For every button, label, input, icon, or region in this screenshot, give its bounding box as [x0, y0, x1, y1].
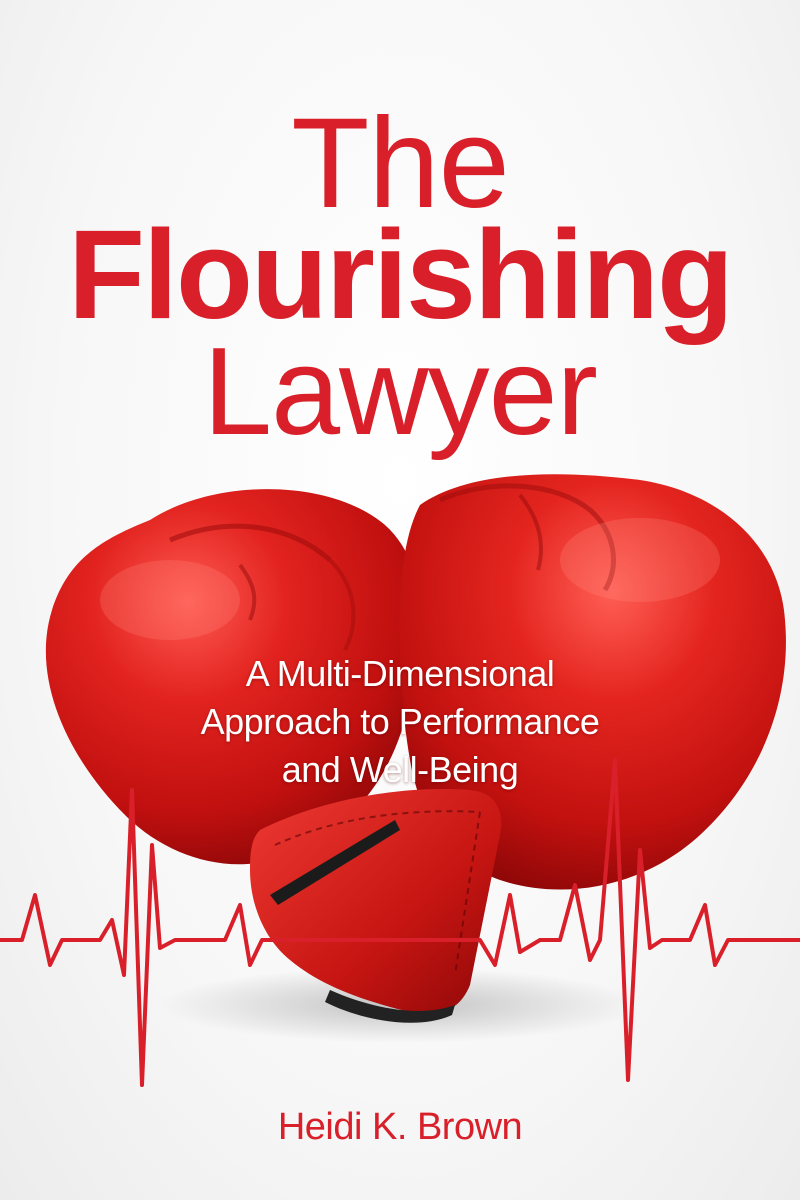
subtitle: A Multi-Dimensional Approach to Performa… [0, 650, 800, 794]
title-line-3: Lawyer [203, 323, 598, 461]
heartbeat-line [0, 758, 800, 1087]
author-name: Heidi K. Brown [277, 1106, 523, 1148]
title-line-1: The [291, 92, 510, 235]
title-line-2: Flourishing [68, 204, 734, 345]
subtitle-line-3: and Well-Being [281, 749, 519, 790]
subtitle-line-2: Approach to Performance [200, 701, 600, 742]
boxing-gloves-heart-icon [45, 474, 786, 1023]
subtitle-line-1: A Multi-Dimensional [245, 653, 555, 694]
